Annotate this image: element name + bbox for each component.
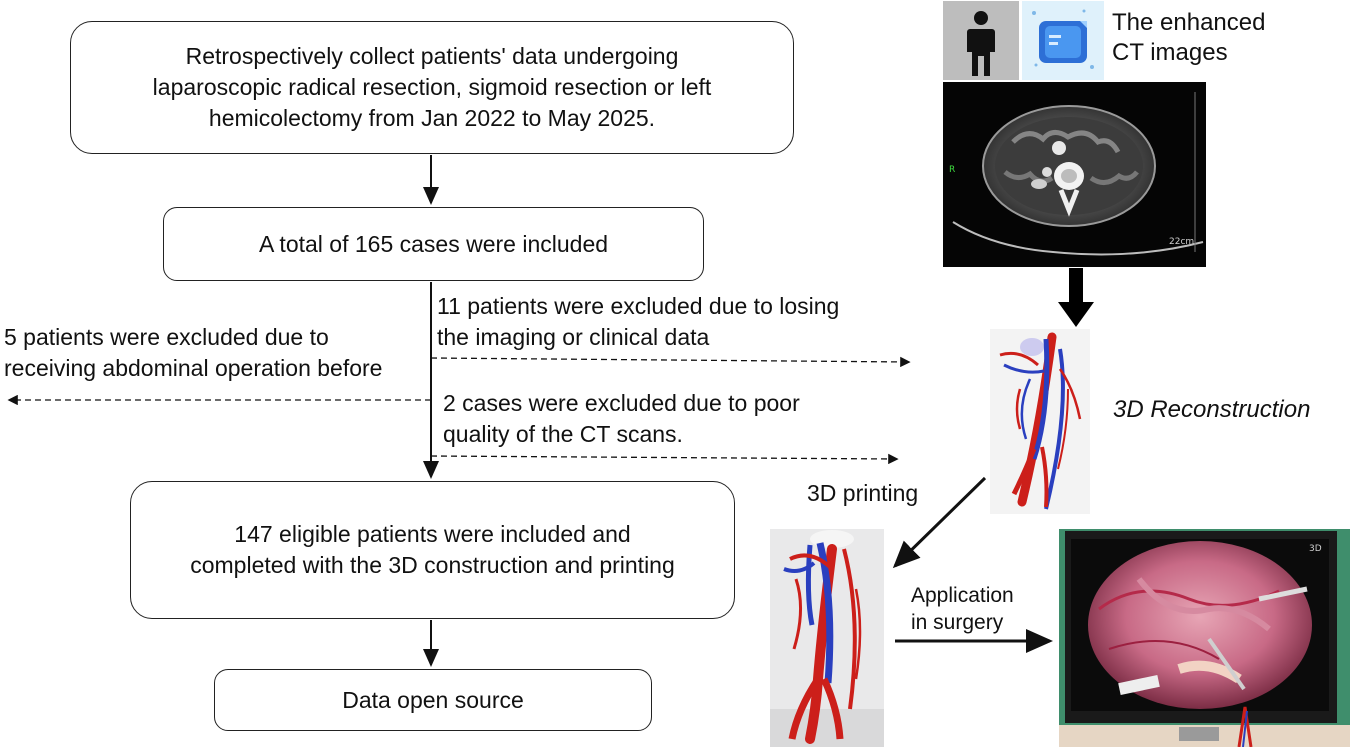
flow-box-eligible-patients-text: 147 eligible patients were included and …: [190, 521, 675, 578]
application-label: Application in surgery: [911, 584, 1014, 634]
flow-box-total-cases: A total of 165 cases were included: [163, 207, 704, 281]
flow-box-data-open-source-text: Data open source: [342, 686, 524, 713]
monitor-brand-mark: 3D: [1309, 544, 1322, 554]
ct-document-icon: [1022, 1, 1104, 80]
dashed-arrow-exclusion-imaging: [430, 356, 911, 368]
ct-scale-marker: 22cm: [1169, 237, 1194, 247]
ct-scan-image: R 22cm: [943, 82, 1206, 267]
patient-icon: [943, 1, 1019, 80]
exclusion-left-text: 5 patients were excluded due to receivin…: [4, 324, 383, 381]
arrow-ct-to-reconstruction: [1058, 268, 1094, 327]
arrow-reconstruction-to-printing: [892, 476, 987, 569]
surgery-monitor-photo: 3D: [1059, 529, 1350, 747]
flow-box-collect-data-text: Retrospectively collect patients' data u…: [152, 43, 712, 131]
printed-model-photo: [770, 529, 884, 747]
exclusion-imaging-text: 11 patients were excluded due to losing …: [437, 293, 840, 350]
exclusion-ct-quality-text: 2 cases were excluded due to poor qualit…: [443, 390, 800, 447]
reconstruction-3d-image: [990, 329, 1090, 514]
ct-side-marker: R: [949, 165, 955, 175]
ct-images-label: The enhanced CT images: [1112, 9, 1266, 66]
dashed-arrow-exclusion-ct-quality: [430, 453, 899, 465]
printing-label: 3D printing: [807, 480, 919, 506]
flow-box-eligible-patients: 147 eligible patients were included and …: [130, 481, 735, 619]
reconstruction-label: 3D Reconstruction: [1113, 396, 1311, 423]
flow-box-collect-data: Retrospectively collect patients' data u…: [70, 21, 794, 154]
flow-box-data-open-source: Data open source: [214, 669, 652, 731]
flow-box-total-cases-text: A total of 165 cases were included: [258, 230, 609, 257]
